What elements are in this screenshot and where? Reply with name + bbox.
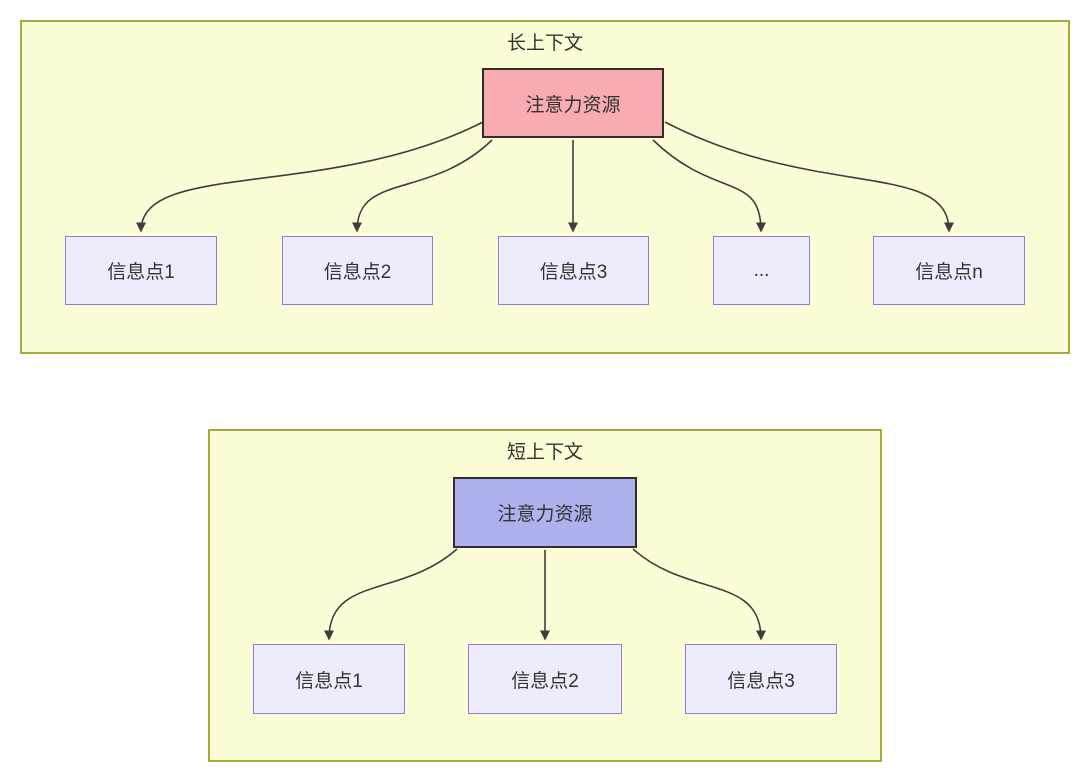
info-node-short-2: 信息点2 xyxy=(468,644,622,714)
info-node-long-3: 信息点3 xyxy=(498,236,649,305)
attention-resources-node-short: 注意力资源 xyxy=(453,477,637,548)
info-node-long-1: 信息点1 xyxy=(65,236,217,305)
attention-resources-node-long: 注意力资源 xyxy=(482,68,664,138)
info-node-short-1: 信息点1 xyxy=(253,644,405,714)
panel-long-context-title: 长上下文 xyxy=(506,33,583,54)
info-node-long-n: 信息点n xyxy=(873,236,1025,305)
panel-short-context-title: 短上下文 xyxy=(506,442,583,463)
info-node-short-3: 信息点3 xyxy=(685,644,837,714)
info-node-long-ellipsis: ... xyxy=(713,236,810,305)
info-node-long-2: 信息点2 xyxy=(282,236,433,305)
